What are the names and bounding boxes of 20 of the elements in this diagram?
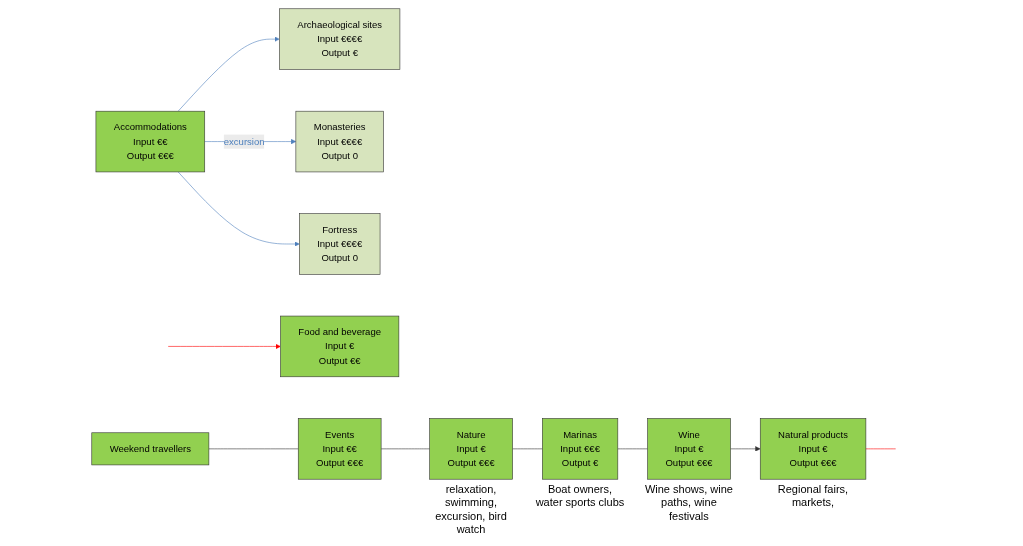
connector — [512, 448, 543, 450]
node-box: Natural products Input € Output €€€ — [759, 418, 867, 480]
edge-label: excursion — [223, 136, 265, 147]
node-box: Fortress Input €€€€ Output 0 — [298, 213, 381, 275]
node-box: Weekend travellers — [91, 432, 210, 466]
node-caption: Boat owners, water sports clubs — [535, 483, 625, 510]
node-caption: Wine shows, wine paths, wine festivals — [643, 483, 734, 523]
node-caption: relaxation, swimming, excursion, bird watch — [434, 483, 508, 536]
node-caption: Regional fairs, markets, — [776, 483, 850, 510]
node-box: Accommodations Input €€ Output €€€ — [95, 110, 205, 173]
node-box: Events Input €€ Output €€€ — [297, 418, 382, 480]
connector — [208, 448, 299, 450]
node-box: Wine Input € Output €€€ — [647, 418, 731, 480]
node-box: Nature Input € Output €€€ — [429, 418, 513, 480]
node-box: Food and beverage Input € Output €€ — [280, 315, 400, 378]
node-box: Monasteries Input €€€€ Output 0 — [295, 110, 384, 173]
connector — [617, 448, 648, 450]
node-box: Archaeological sites Input €€€€ Output € — [279, 8, 401, 70]
connector — [380, 448, 430, 450]
node-box: Marinas Input €€€ Output € — [541, 418, 619, 480]
